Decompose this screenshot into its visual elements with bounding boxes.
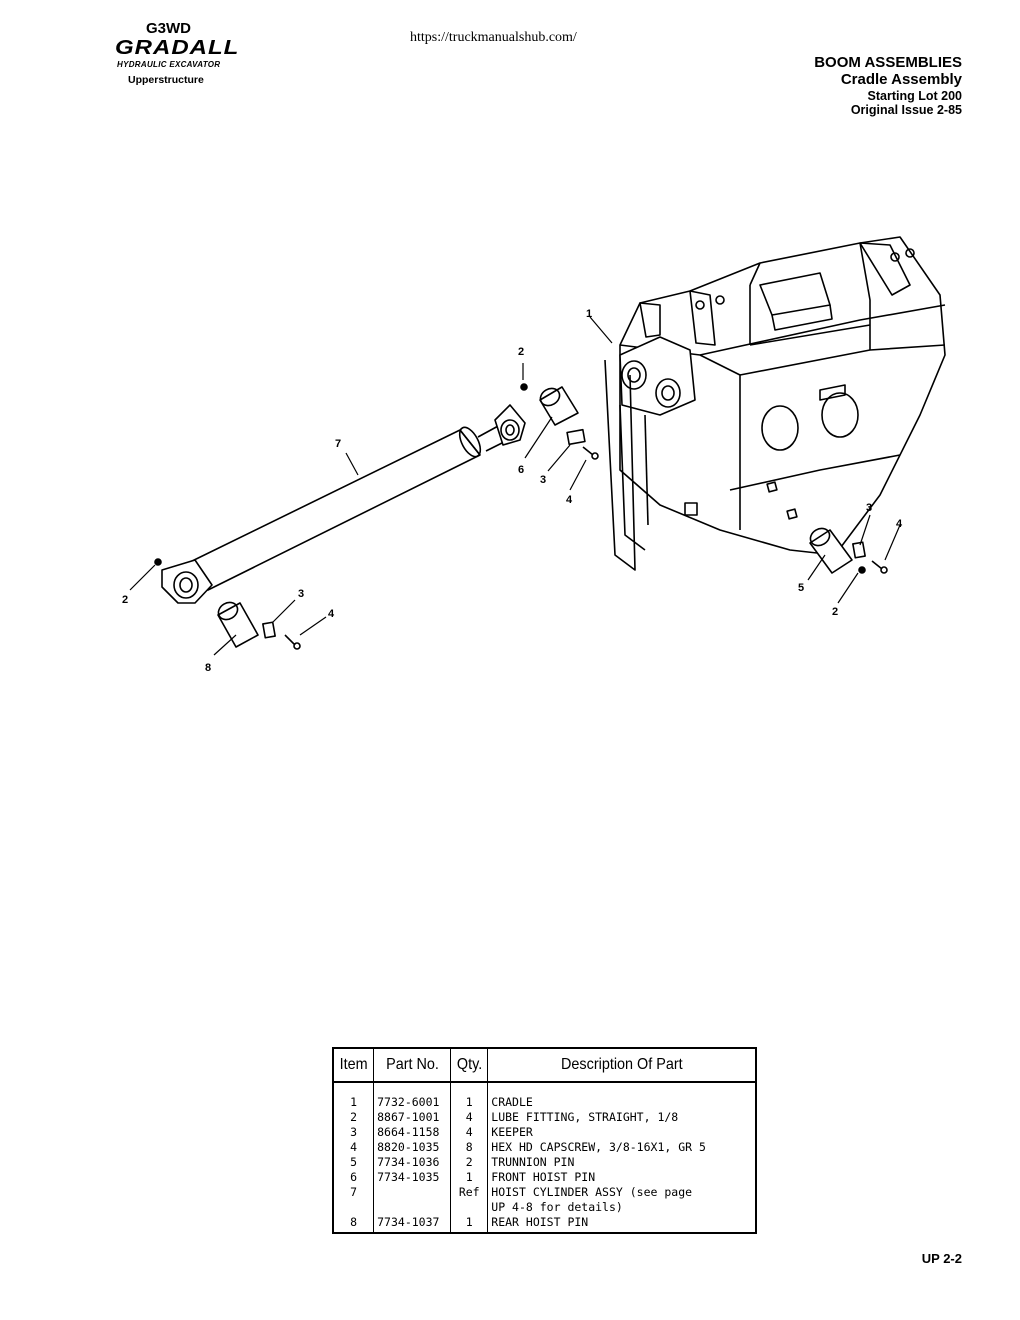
callout-item-4: 4 xyxy=(896,518,903,530)
cell-item: 4 xyxy=(334,1140,375,1155)
section-label: Upperstructure xyxy=(128,74,204,86)
cell-qty: 2 xyxy=(450,1155,489,1170)
cell-item: 3 xyxy=(334,1125,375,1140)
cell-description: REAR HOIST PIN xyxy=(491,1215,589,1229)
cell-part-no: 7734-1035 xyxy=(373,1170,452,1185)
pin-drawings xyxy=(154,383,888,650)
source-url[interactable]: https://truckmanualshub.com/ xyxy=(410,30,577,45)
lot-label: Starting Lot 200 xyxy=(867,88,962,103)
cell-qty: 8 xyxy=(450,1140,489,1155)
cell-item: 6 xyxy=(334,1170,375,1185)
callout-item-4: 4 xyxy=(566,494,573,506)
cell-part-no: 7732-6001 xyxy=(373,1082,452,1110)
issue-label: Original Issue 2-85 xyxy=(850,102,962,117)
cell-qty: Ref xyxy=(450,1185,489,1215)
cell-description: CRADLE xyxy=(491,1095,533,1109)
cell-item: 1 xyxy=(334,1082,375,1110)
page-header: BOOM ASSEMBLIES Cradle Assembly Starting… xyxy=(814,54,962,117)
leader-lines xyxy=(129,316,901,656)
col-item: Item xyxy=(335,1049,373,1083)
hoist-cylinder-drawing xyxy=(161,404,526,604)
cell-item: 2 xyxy=(334,1110,375,1125)
cell-description: KEEPER xyxy=(491,1125,533,1139)
cell-qty: 1 xyxy=(450,1170,489,1185)
cell-qty: 4 xyxy=(450,1110,489,1125)
callout-item-2: 2 xyxy=(832,606,838,618)
callout-item-1: 1 xyxy=(586,308,592,320)
cell-part-no: 7734-1036 xyxy=(373,1155,452,1170)
parts-table-header: Item Part No. Qty. Description Of Part xyxy=(334,1049,755,1083)
cell-description: HEX HD CAPSCREW, 3/8-16X1, GR 5 xyxy=(491,1140,706,1154)
cell-part-no xyxy=(373,1185,452,1215)
cell-description: TRUNNION PIN xyxy=(491,1155,575,1169)
cell-description: LUBE FITTING, STRAIGHT, 1/8 xyxy=(491,1110,679,1124)
col-part-no: Part No. xyxy=(377,1049,448,1083)
cell-qty: 4 xyxy=(450,1125,489,1140)
callout-item-3: 3 xyxy=(540,474,546,486)
cradle-drawing xyxy=(604,236,946,571)
callout-item-3: 3 xyxy=(866,502,872,514)
cell-item: 7 xyxy=(334,1185,375,1215)
parts-table: Item Part No. Qty. Description Of Part 1… xyxy=(332,1047,757,1234)
cell-part-no: 8867-1001 xyxy=(373,1110,452,1125)
cell-qty: 1 xyxy=(450,1082,489,1110)
cell-item: 5 xyxy=(334,1155,375,1170)
cell-qty: 1 xyxy=(450,1215,489,1234)
item-callouts: 1 2 7 6 3 4 2 3 4 8 3 4 5 2 xyxy=(122,308,903,674)
brand-logo: GRADALL xyxy=(115,36,240,59)
cell-part-no: 8664-1158 xyxy=(373,1125,452,1140)
cell-description: FRONT HOIST PIN xyxy=(491,1170,596,1184)
callout-item-8: 8 xyxy=(205,662,211,674)
cell-part-no: 8820-1035 xyxy=(373,1140,452,1155)
col-description: Description Of Part xyxy=(501,1049,742,1083)
exploded-parts-diagram: 1 2 7 6 3 4 2 3 4 8 3 4 5 2 xyxy=(122,236,946,674)
callout-item-6: 6 xyxy=(518,464,524,476)
callout-item-5: 5 xyxy=(798,582,804,594)
model-label: G3WD xyxy=(146,20,191,37)
callout-item-7: 7 xyxy=(335,438,341,450)
callout-item-2: 2 xyxy=(518,346,524,358)
parts-table-grid: Item Part No. Qty. Description Of Part 1… xyxy=(334,1049,755,1234)
page-title: BOOM ASSEMBLIES xyxy=(814,54,962,71)
brand-subtitle: HYDRAULIC EXCAVATOR xyxy=(117,60,221,69)
page-number: UP 2-2 xyxy=(921,1251,962,1266)
cell-description: HOIST CYLINDER ASSY (see page UP 4-8 for… xyxy=(491,1185,693,1214)
cell-item: 8 xyxy=(334,1215,375,1234)
callout-item-4: 4 xyxy=(328,608,335,620)
col-qty: Qty. xyxy=(452,1049,487,1083)
page-subtitle: Cradle Assembly xyxy=(840,71,962,89)
callout-item-2: 2 xyxy=(122,594,128,606)
callout-item-3: 3 xyxy=(298,588,304,600)
cell-part-no: 7734-1037 xyxy=(373,1215,452,1234)
